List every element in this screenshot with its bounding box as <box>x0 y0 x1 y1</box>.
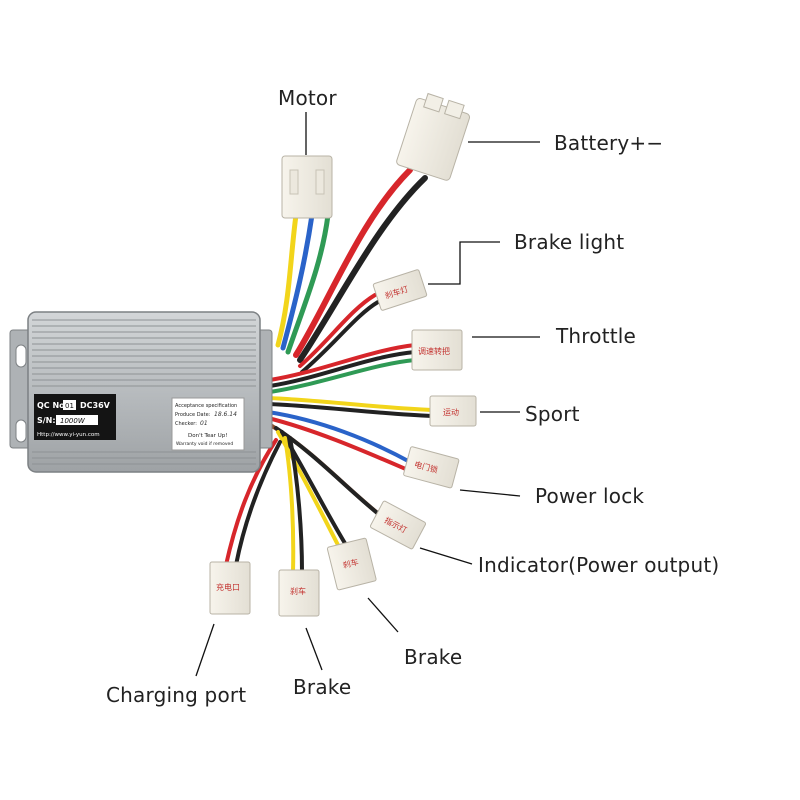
motor-wire-blue <box>280 212 315 351</box>
label-charging-port: Charging port <box>106 683 247 707</box>
battery-wire-red <box>293 167 413 358</box>
mounting-slot <box>15 419 27 443</box>
brake-left-wire-black <box>288 436 304 574</box>
brake-light-wire-red <box>298 293 377 368</box>
power-lock-wire-blue <box>266 410 412 464</box>
qc-value: 01 <box>65 402 74 410</box>
brake-left-connector: 刹车 <box>278 569 320 617</box>
throttle-wire-red <box>268 343 417 382</box>
sticker-line1: Acceptance specification <box>175 403 237 409</box>
sticker-checker: 01 <box>200 420 208 427</box>
url: Http://www.yi-yun.com <box>37 432 100 438</box>
sport-connector-label: 运动 <box>443 407 459 417</box>
brake-light-wire-black <box>300 300 380 374</box>
sn-value: 1000W <box>60 417 86 425</box>
motor-connector <box>281 155 333 219</box>
brake-left-wire-yellow <box>283 436 296 574</box>
leader-power-lock <box>459 489 521 497</box>
connectors: 刹车灯 调速转把 运动 电门锁 指示灯 刹车 刹车 <box>209 92 477 617</box>
label-brake-light: Brake light <box>514 230 625 254</box>
qc-box <box>63 400 76 410</box>
motor-wire-green <box>285 212 331 355</box>
label-motor: Motor <box>278 86 337 110</box>
leader-charging <box>195 623 215 677</box>
throttle-wire-green <box>268 358 417 394</box>
voltage: DC36V <box>80 401 111 410</box>
indicator-connector: 指示灯 <box>369 500 427 550</box>
leader-brake-left <box>305 627 323 671</box>
label-indicator: Indicator(Power output) <box>478 553 720 577</box>
battery-connector <box>396 92 471 181</box>
power-lock-wire-red <box>266 416 410 472</box>
sport-connector: 运动 <box>429 395 477 427</box>
brake-right-connector: 刹车 <box>326 537 377 591</box>
label-throttle: Throttle <box>556 324 637 348</box>
battery-wire-black <box>297 175 428 363</box>
qc-prefix: QC No: <box>37 401 68 410</box>
label-brake-right: Brake <box>404 645 463 669</box>
leader-brake-right <box>367 597 399 633</box>
sport-wire-black <box>266 402 434 418</box>
sport-wire-yellow <box>266 396 434 412</box>
sticker-line5: Warranty void if removed <box>176 441 233 447</box>
leader-lines <box>195 112 540 677</box>
leader-brake-light <box>428 241 500 285</box>
throttle-wire-black <box>268 350 417 388</box>
wire-harness <box>224 167 434 574</box>
warranty-sticker <box>171 397 245 451</box>
brake-right-connector-label: 刹车 <box>342 557 360 571</box>
charging-wire-red <box>224 438 278 567</box>
charging-connector-label: 充电口 <box>216 582 240 592</box>
controller-box: QC No: 01 DC36V S/N: 1000W Http://www.yi… <box>9 311 273 473</box>
leader-indicator <box>419 547 473 565</box>
throttle-connector-label: 调速转把 <box>418 346 450 356</box>
sticker-line3: Checker: <box>175 421 197 427</box>
throttle-connector: 调速转把 <box>411 329 463 371</box>
sticker-line4: Don't Tear Up! <box>188 433 227 439</box>
charging-port-connector: 充电口 <box>209 561 251 615</box>
sn-prefix: S/N: <box>37 416 56 425</box>
power-lock-connector: 电门锁 <box>403 446 460 489</box>
charging-wire-black <box>234 440 282 567</box>
label-brake-left: Brake <box>293 675 352 699</box>
motor-wire-yellow <box>275 212 299 348</box>
label-sport: Sport <box>525 402 580 426</box>
label-battery: Battery+− <box>554 131 664 155</box>
label-power-lock: Power lock <box>535 484 645 508</box>
mounting-slot <box>15 344 27 368</box>
sn-box <box>56 415 98 425</box>
sticker-date: 18.6.14 <box>214 411 237 418</box>
brake-left-connector-label: 刹车 <box>290 586 306 596</box>
brake-light-connector: 刹车灯 <box>372 269 428 311</box>
cooling-fins <box>32 319 256 465</box>
sticker-line2: Produce Date: <box>175 412 211 418</box>
